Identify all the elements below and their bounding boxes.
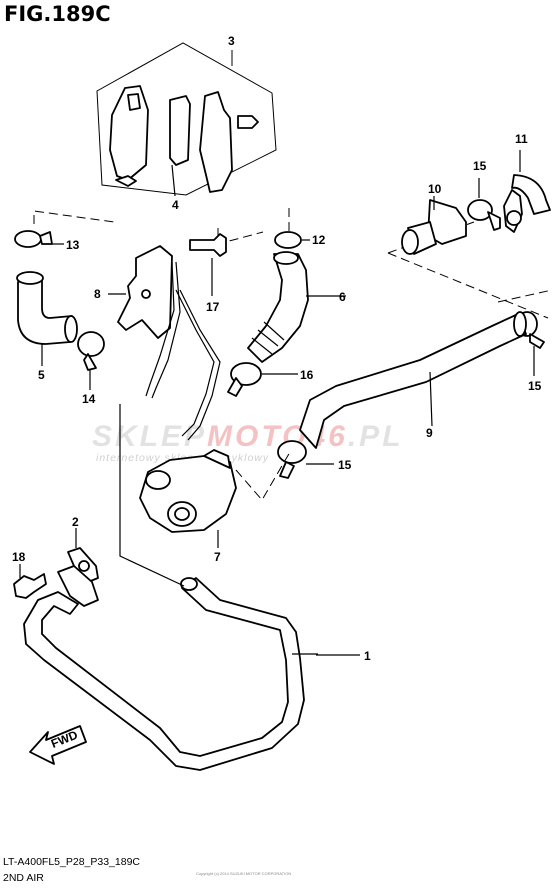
part-17-bolt [189, 233, 227, 296]
callout-6: 6 [339, 290, 346, 304]
watermark-brand: SKLEPMOTO46.PL [92, 420, 404, 454]
footer-model-code: LT-A400FL5_P28_P33_189C [3, 856, 140, 868]
watermark-brand-a: SKLEP [92, 420, 208, 453]
callout-18: 18 [12, 550, 26, 564]
part-18-bolt [13, 564, 47, 599]
watermark-brand-c: .PL [347, 420, 404, 453]
part-15-clamp-mid [277, 440, 334, 479]
fwd-arrow [29, 725, 87, 765]
footer-section-name: 2ND AIR [3, 872, 44, 884]
callout-9: 9 [426, 426, 433, 440]
callout-11: 11 [515, 132, 528, 146]
callout-16: 16 [300, 368, 314, 382]
part-10-pipe [401, 196, 467, 255]
callout-2: 2 [72, 515, 79, 529]
part-7-valve [139, 449, 237, 548]
valve-assembly-box [96, 42, 277, 196]
callout-13: 13 [66, 238, 80, 252]
part-9-long-hose [299, 311, 527, 449]
part-8-bracket [108, 245, 221, 441]
callout-3: 3 [228, 34, 235, 48]
part-16-clamp [227, 362, 298, 397]
callout-1: 1 [364, 649, 371, 663]
callout-7: 7 [214, 550, 221, 564]
callout-17: 17 [206, 300, 220, 314]
part-13-clamp [14, 230, 64, 248]
callout-8: 8 [94, 287, 101, 301]
callout-15-right: 15 [528, 379, 542, 393]
callout-14: 14 [82, 392, 96, 406]
reed-valve-parts [109, 85, 259, 197]
callout-15-mid: 15 [338, 458, 352, 472]
part-6-hose [247, 251, 346, 363]
callout-15-top: 15 [473, 159, 487, 173]
part-14-clamp [77, 331, 105, 390]
callout-5: 5 [38, 368, 45, 382]
part-12-ring [274, 231, 310, 249]
footer-fine-print: Copyright (c) 2014 SUZUKI MOTOR CORPORAT… [196, 871, 292, 876]
part-11-bracket [503, 150, 551, 233]
callout-10: 10 [428, 182, 442, 196]
callout-4: 4 [172, 198, 179, 212]
part-15-clamp-top [467, 178, 501, 231]
part-5-elbow-hose [16, 271, 78, 366]
figure-title: FIG.189C [4, 2, 111, 26]
callout-12: 12 [312, 233, 326, 247]
